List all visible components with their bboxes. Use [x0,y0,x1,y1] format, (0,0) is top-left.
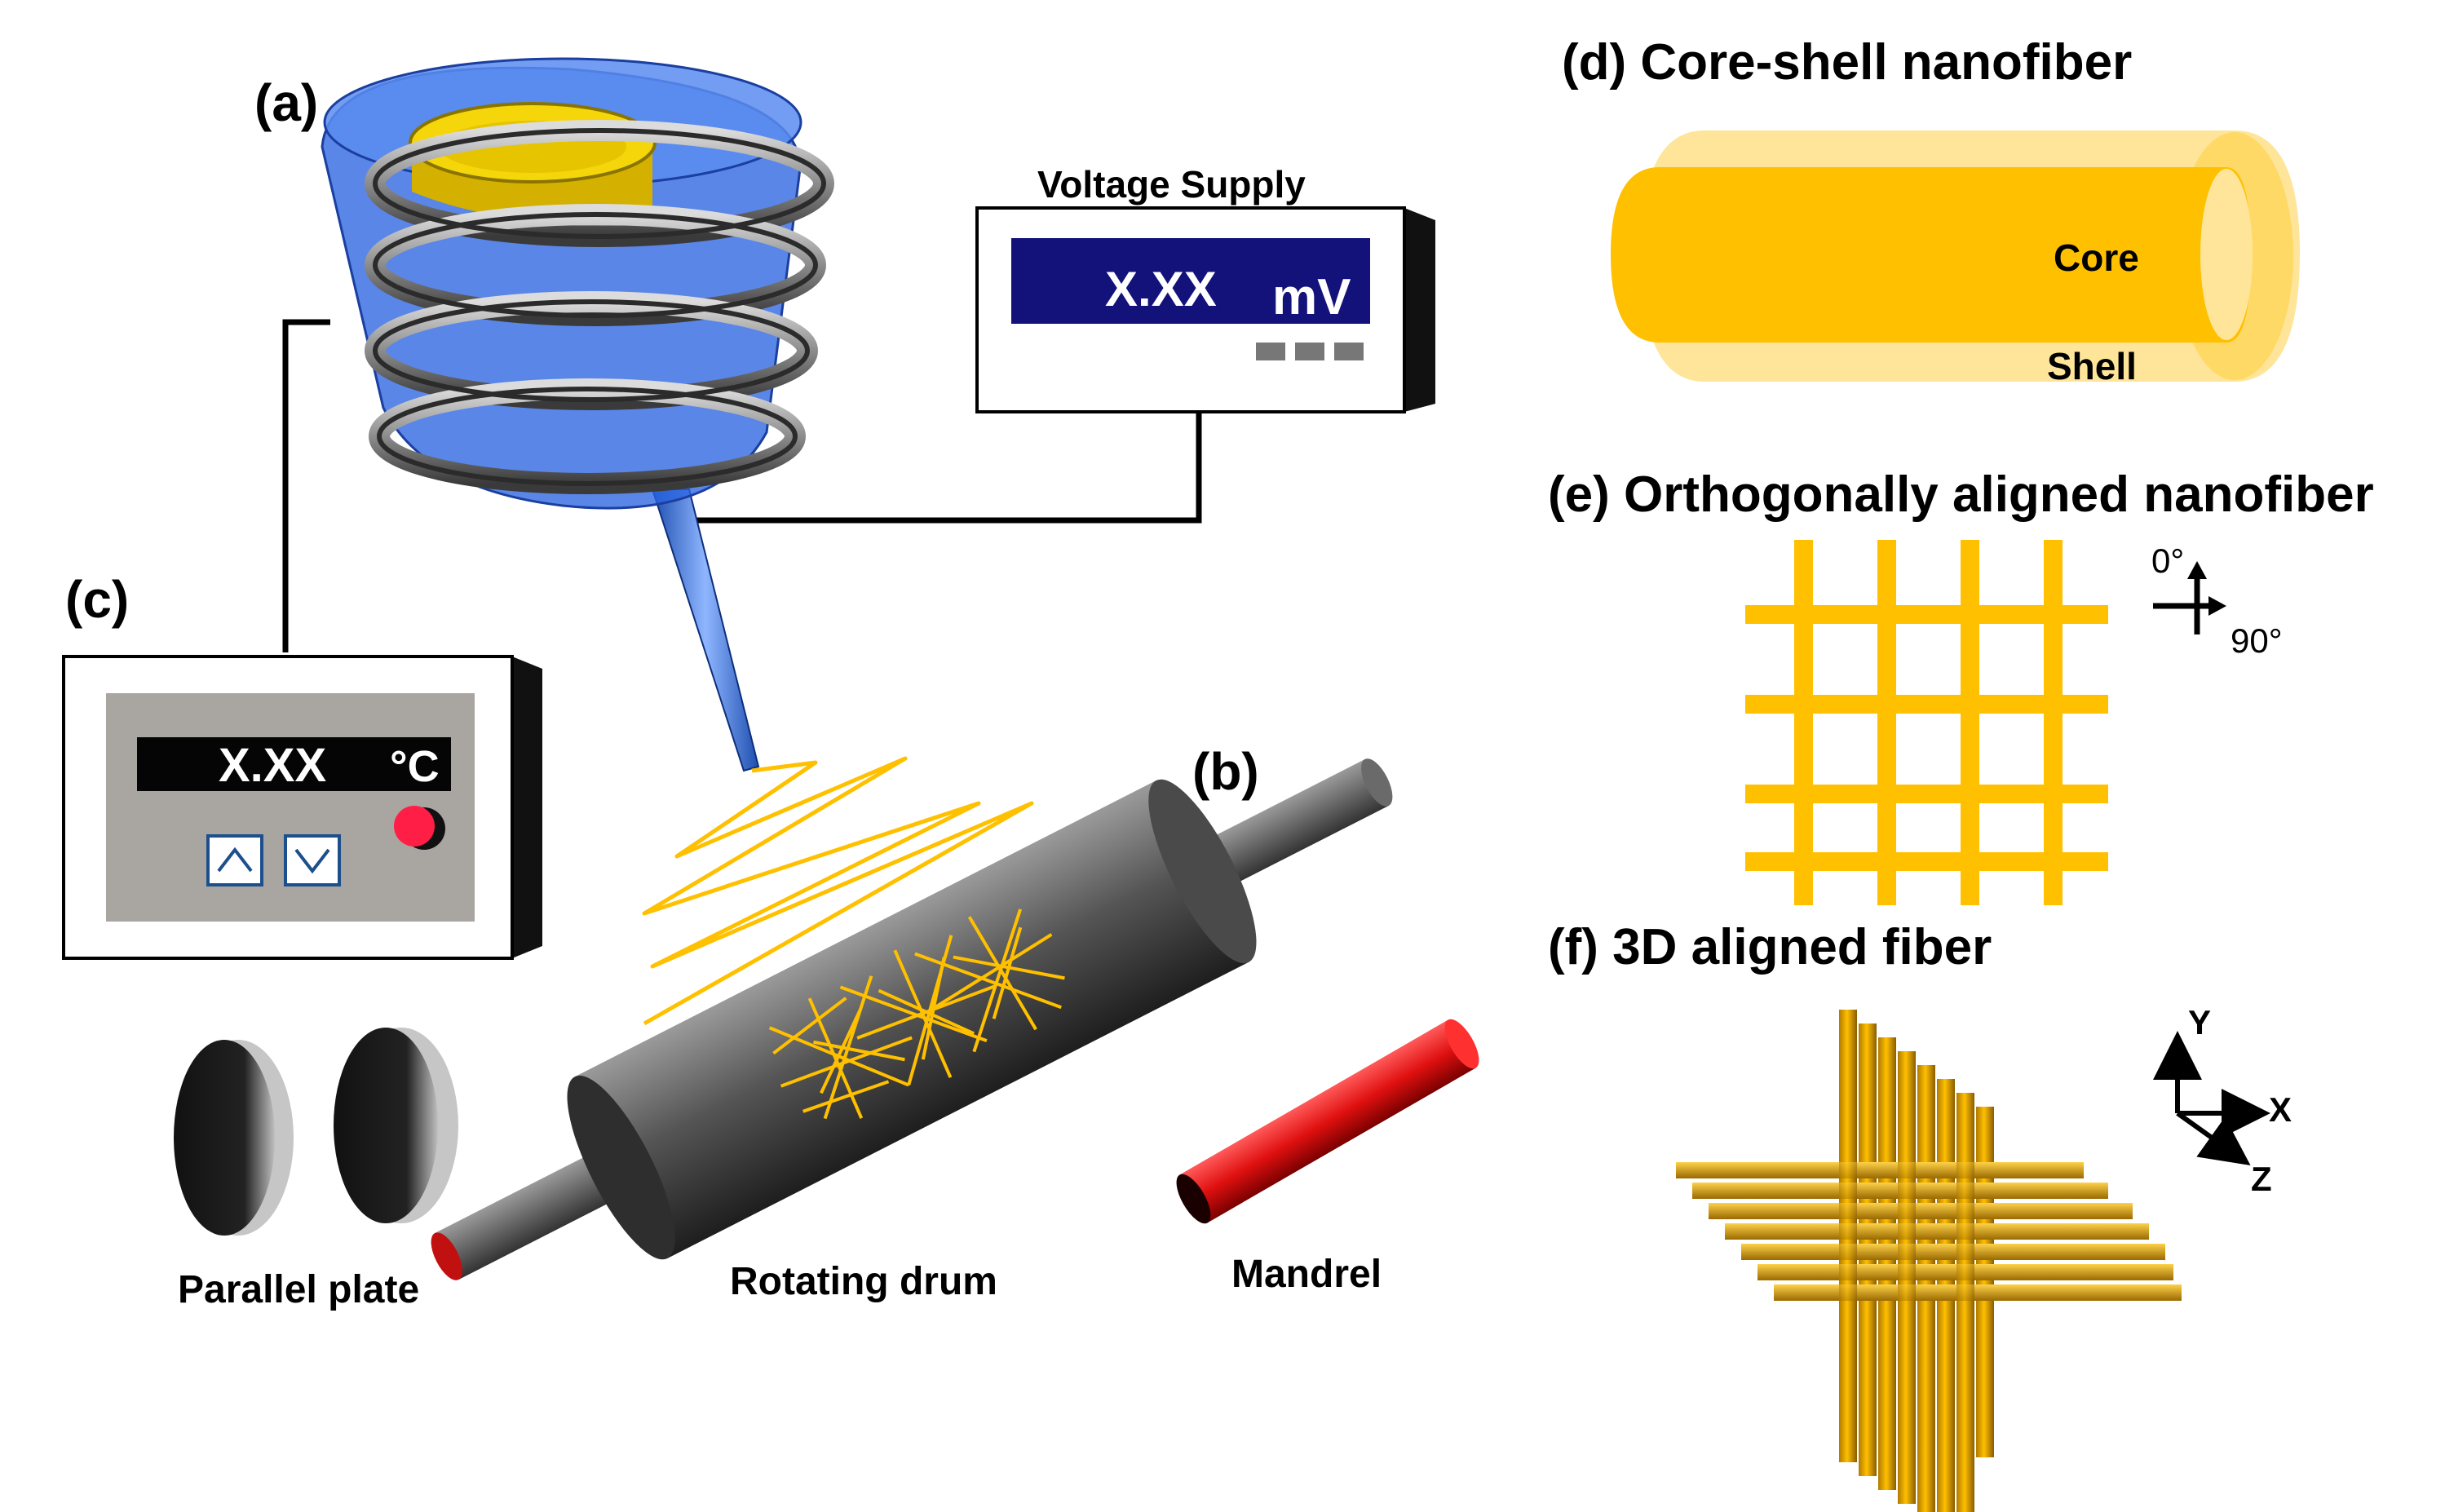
drum-shaft-end-right [1361,758,1393,807]
temperature-reading: X.XX [219,739,326,792]
3d-fiber-stack [1676,1010,2182,1512]
core-shell-nanofiber: (d) Core-shell nanofiber Core Shell [1562,34,2300,387]
drum-face-right [1148,779,1257,964]
heated-spinneret: (a) [254,57,834,772]
wiring [282,319,1202,652]
axis-y-label: Y [2188,1003,2211,1041]
voltage-reading: X.XX [1105,262,1217,316]
mandrel-end-right [1444,1019,1479,1069]
panel-c-label: (c) [65,570,129,629]
temperature-controller: X.XX °C (c) [62,570,542,960]
panel-a-label: (a) [254,73,318,132]
mandrel-label: Mandrel [1231,1253,1382,1296]
voltage-key-1 [1256,343,1285,360]
temperature-unit: °C [390,742,440,791]
voltage-unit: mV [1272,269,1351,325]
parallel-plate-label: Parallel plate [178,1268,419,1311]
parallel-plate-collector: Parallel plate [174,1028,458,1311]
voltage-wire [669,408,1202,524]
whipping-fiber-jet [642,756,1034,1026]
plate-right [334,1028,438,1223]
temperature-up-button [206,834,263,886]
drum-face-left [567,1075,675,1260]
panel-f-label: (f) 3D aligned fiber [1548,919,1992,975]
voltage-key-2 [1295,343,1324,360]
spinneret-needle [651,489,760,772]
deposited-fiber-mesh [768,909,1065,1120]
heater-wire [282,319,330,652]
angle-indicator: 0° 90° [2151,542,2283,660]
rotating-drum-label: Rotating drum [730,1260,997,1303]
mandrel-end-left [1176,1174,1211,1224]
angle-90-label: 90° [2231,621,2283,660]
core-layer [1611,167,2251,343]
drum-body [574,780,1249,1258]
panel-e-label: (e) Orthogonally aligned nanofiber [1548,466,2374,523]
rotating-drum-collector: (b) Rotating drum [431,742,1393,1303]
mandrel-collector: Mandrel [1176,1019,1479,1296]
shell-label: Shell [2047,345,2137,387]
temperature-down-button [284,834,341,886]
panel-d-label: (d) Core-shell nanofiber [1562,34,2132,91]
3d-aligned-fiber: (f) 3D aligned fiber [1548,919,2292,1512]
chevron-down-icon [294,848,330,874]
voltage-supply: X.XX mV Voltage Supply [975,163,1435,413]
xyz-axes [2153,1031,2270,1165]
panel-b-label: (b) [1192,742,1259,801]
drum-shaft-end-left [431,1232,462,1280]
mandrel-body [1179,1019,1476,1223]
axis-x-label: X [2269,1090,2292,1129]
core-label: Core [2054,237,2139,279]
voltage-display [1011,238,1370,324]
power-knob [394,806,435,847]
orthogonal-grid [1745,540,2108,905]
voltage-supply-title: Voltage Supply [1037,163,1306,206]
temperature-display [137,737,451,791]
voltage-key-3 [1334,343,1364,360]
core-end [2200,169,2253,340]
plate-left [174,1040,275,1236]
axis-z-label: Z [2251,1160,2272,1198]
chevron-up-icon [217,847,253,873]
angle-0-label: 0° [2151,542,2184,580]
orthogonal-nanofiber: (e) Orthogonally aligned nanofiber 0° 90… [1548,466,2374,905]
